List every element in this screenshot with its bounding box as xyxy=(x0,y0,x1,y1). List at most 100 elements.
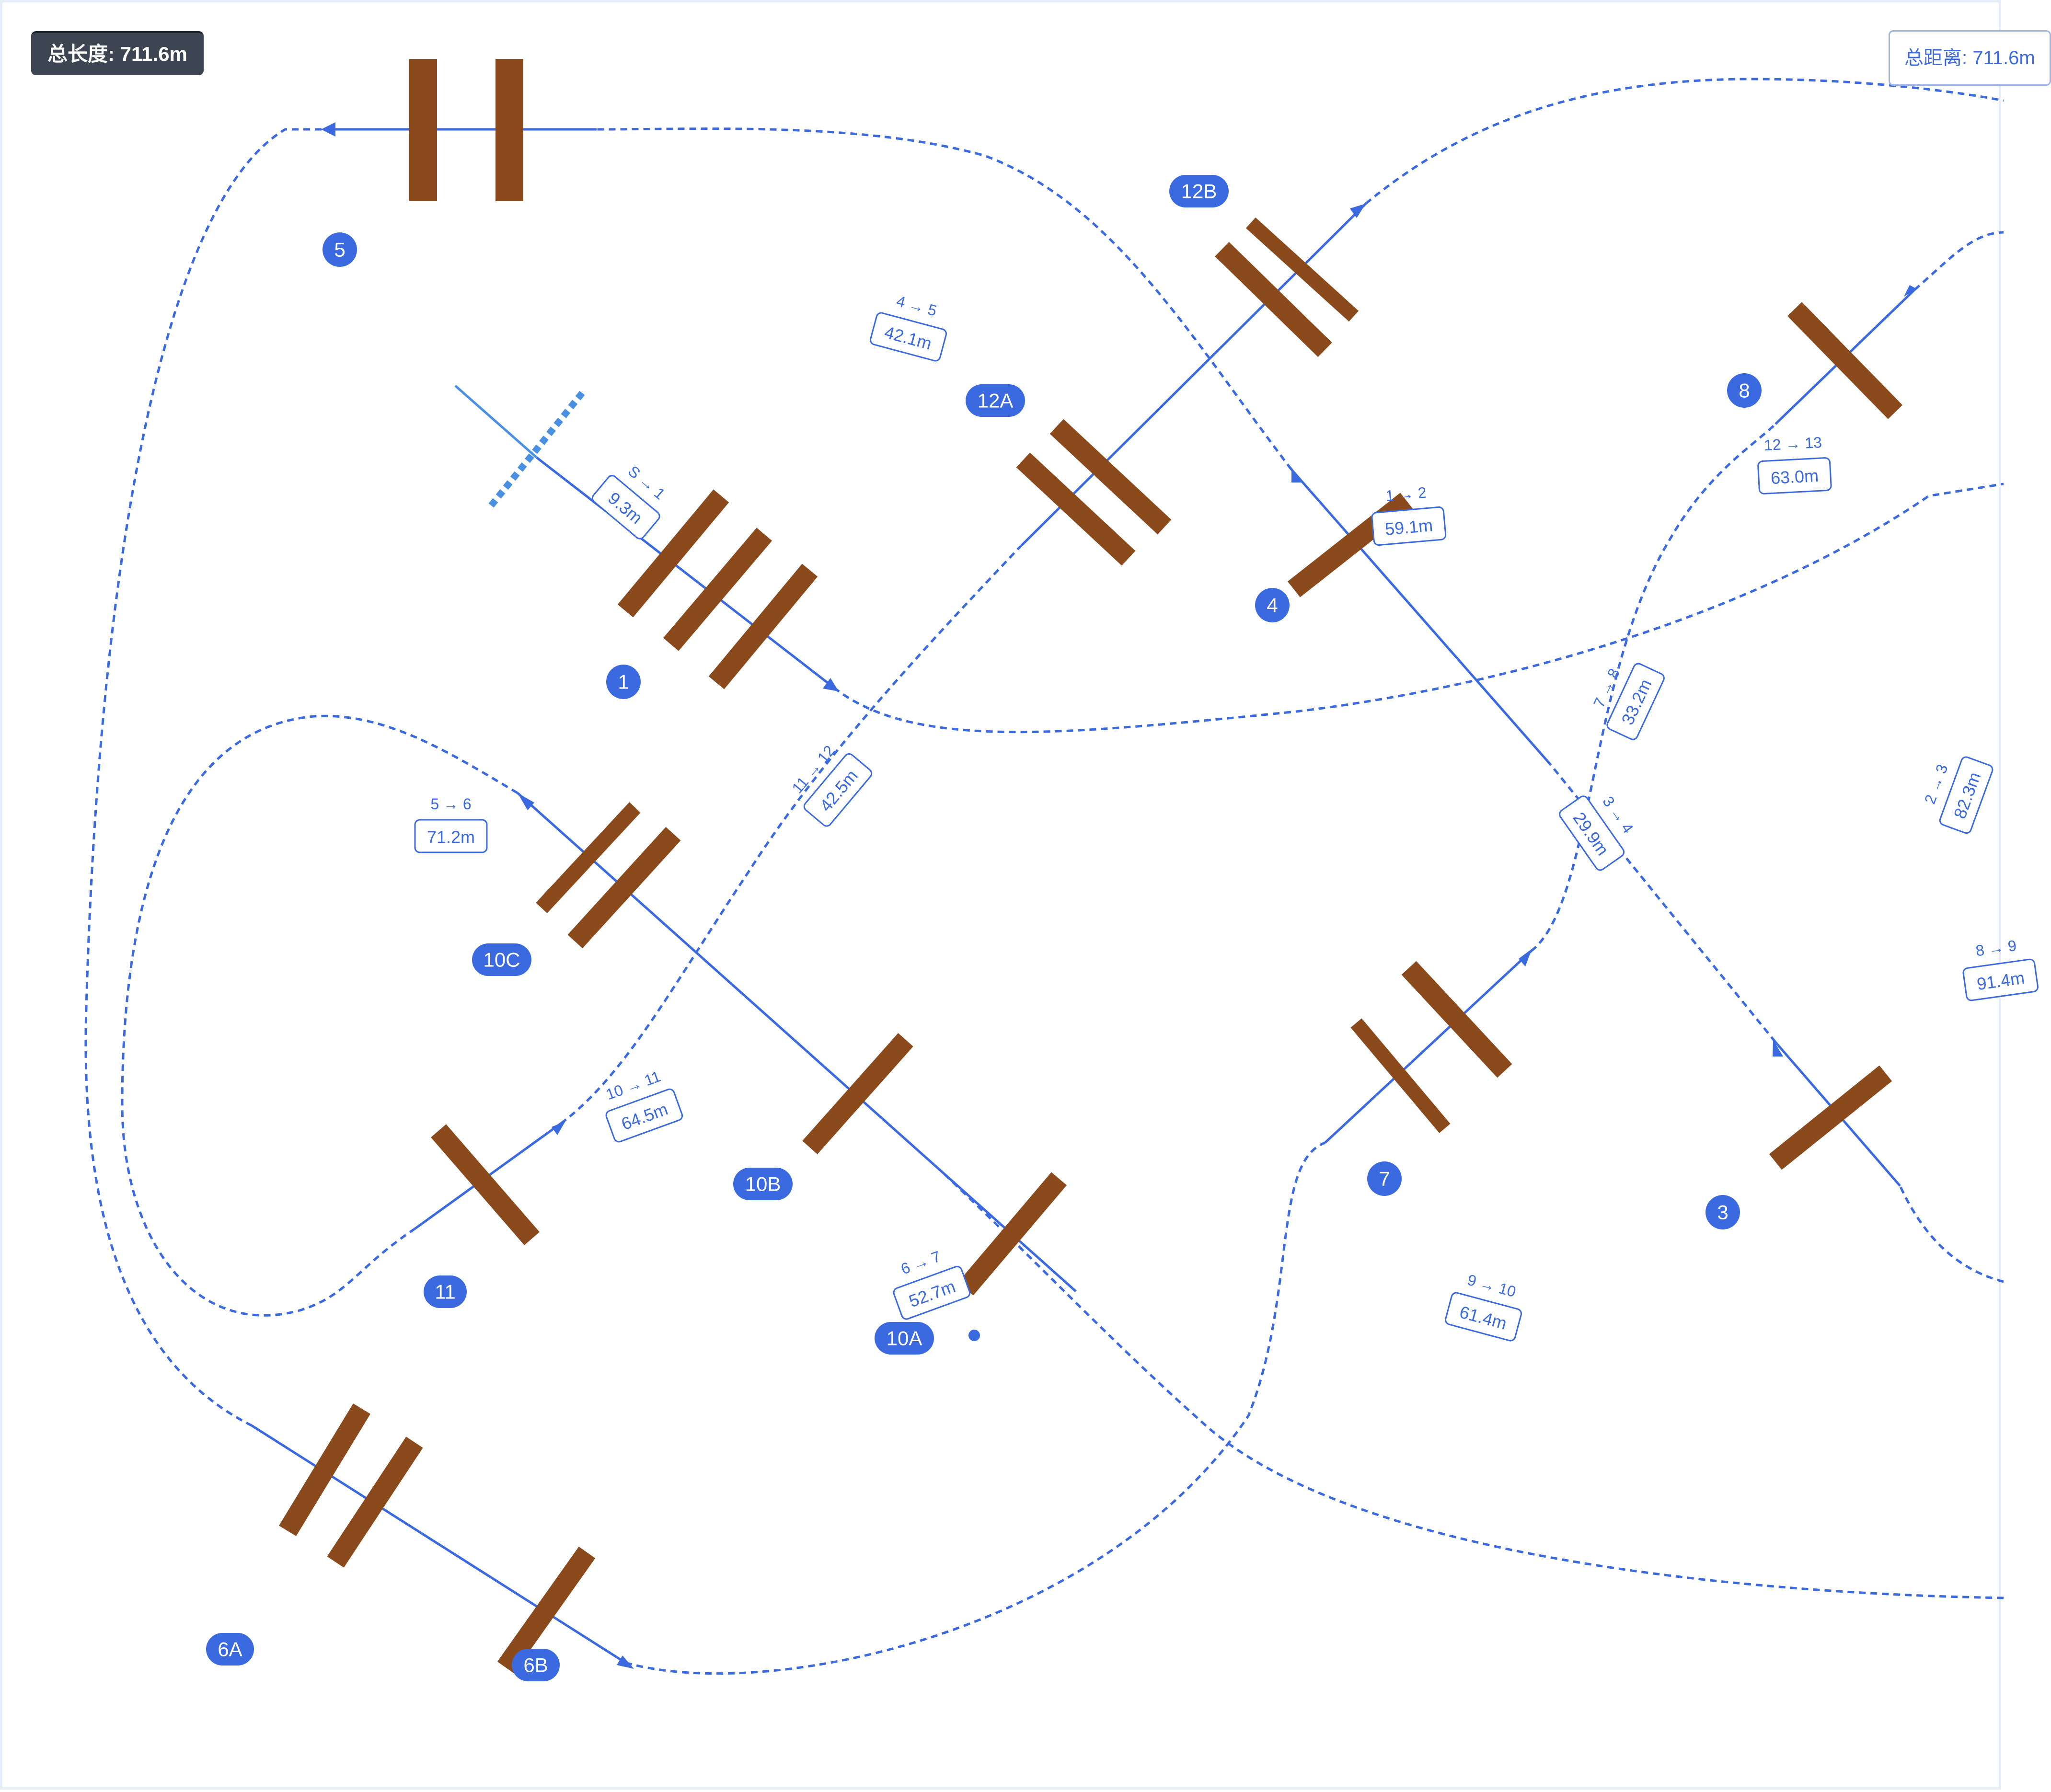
svg-text:9 → 10: 9 → 10 xyxy=(1465,1271,1518,1300)
total-distance-box: 总距离: 711.6m xyxy=(1889,30,2051,86)
route-12-approach xyxy=(1017,203,1367,550)
svg-text:71.2m: 71.2m xyxy=(427,827,475,847)
svg-text:3: 3 xyxy=(1717,1201,1728,1224)
svg-text:1 → 2: 1 → 2 xyxy=(1385,484,1427,505)
svg-text:5: 5 xyxy=(334,239,345,261)
route-3-4 xyxy=(1549,763,1776,1043)
course-route xyxy=(84,78,2004,1675)
badge-6b[interactable]: 6B xyxy=(512,1649,560,1681)
route-6-approach xyxy=(251,1424,626,1664)
arrow-11 xyxy=(552,1121,565,1135)
badge-4[interactable]: 4 xyxy=(1255,588,1290,622)
leg-label-8-9: 8 → 9 91.4m xyxy=(1962,937,2039,1001)
leg-label-7-8: 7 → 8 33.2m xyxy=(1590,663,1665,740)
route-s-1 xyxy=(536,457,835,689)
route-12-13 xyxy=(1365,78,2004,205)
leg-label-10-11: 10 → 11 64.5m xyxy=(604,1068,683,1143)
obstacle-6a-poles xyxy=(279,1403,423,1568)
svg-text:12B: 12B xyxy=(1181,180,1217,203)
svg-text:1: 1 xyxy=(618,671,629,693)
arrow-4 xyxy=(1291,467,1302,482)
svg-text:4: 4 xyxy=(1267,594,1278,617)
obstacle-12b-poles xyxy=(1215,217,1359,357)
leg-label-2-3: 2 → 3 82.3m xyxy=(1921,756,1993,834)
route-5-6 xyxy=(84,128,333,1427)
svg-text:10B: 10B xyxy=(745,1173,781,1195)
route-11-12 xyxy=(560,548,1019,1125)
route-8-9 xyxy=(1913,231,2004,291)
obstacle-10a-poles xyxy=(957,1172,1067,1296)
svg-text:59.1m: 59.1m xyxy=(1384,515,1433,539)
obstacle-3-poles xyxy=(1769,1065,1892,1170)
svg-text:4 → 5: 4 → 5 xyxy=(895,292,939,320)
start-line xyxy=(454,385,538,459)
svg-text:63.0m: 63.0m xyxy=(1770,466,1819,488)
badge-1[interactable]: 1 xyxy=(606,665,641,699)
route-10-11 xyxy=(121,714,519,1317)
route-1-2 xyxy=(833,482,2004,734)
obstacle-11-poles xyxy=(431,1124,540,1245)
arrow-10 xyxy=(518,793,534,810)
svg-text:8 → 9: 8 → 9 xyxy=(1975,937,2018,960)
total-length-badge: 总长度: 711.6m xyxy=(31,31,204,75)
leg-label-6-7: 6 → 7 52.7m xyxy=(893,1248,971,1320)
route-6-7 xyxy=(625,1141,1325,1675)
marker-dot xyxy=(968,1330,980,1341)
obstacle-10b-poles xyxy=(802,1033,913,1154)
obstacle-badges: 1 3 4 5 6A 6B xyxy=(206,175,1762,1681)
badge-7[interactable]: 7 xyxy=(1367,1161,1402,1196)
obstacle-10c-poles xyxy=(536,802,681,949)
obstacle-1-poles xyxy=(617,489,818,689)
leg-label-1-2: 1 → 2 59.1m xyxy=(1371,484,1447,546)
route-10-line xyxy=(517,792,1077,1292)
leg-label-s-1: S → 1 9.3m xyxy=(591,462,668,540)
obstacle-5-poles xyxy=(409,59,523,201)
arrow-8 xyxy=(1904,285,1917,297)
svg-text:8: 8 xyxy=(1739,379,1750,402)
badge-11[interactable]: 11 xyxy=(424,1275,467,1308)
badge-6a[interactable]: 6A xyxy=(206,1633,254,1666)
svg-text:12A: 12A xyxy=(978,390,1014,412)
svg-text:5 → 6: 5 → 6 xyxy=(430,795,471,813)
leg-label-12-13: 12 → 13 63.0m xyxy=(1757,434,1832,494)
leg-label-4-5: 4 → 5 42.1m xyxy=(870,292,947,362)
leg-labels: S → 1 9.3m 1 → 2 59.1m 2 → 3 82.3m 3 → 4… xyxy=(414,292,2039,1342)
arrow-3 xyxy=(1773,1040,1783,1057)
svg-text:10A: 10A xyxy=(887,1327,922,1350)
obstacle-6b-poles xyxy=(497,1546,596,1674)
badge-12b[interactable]: 12B xyxy=(1169,175,1229,207)
arrow-7 xyxy=(1519,949,1532,966)
svg-text:6B: 6B xyxy=(523,1654,548,1677)
route-7-8 xyxy=(1530,423,1776,952)
course-diagram: 1 3 4 5 6A 6B xyxy=(84,59,2039,1681)
route-4-5 xyxy=(596,127,1292,471)
obstacle-12a-poles xyxy=(1016,419,1172,566)
badge-5[interactable]: 5 xyxy=(323,232,357,267)
leg-label-3-4: 3 → 4 29.9m xyxy=(1559,793,1637,871)
badge-10a[interactable]: 10A xyxy=(875,1322,934,1355)
badge-12a[interactable]: 12A xyxy=(966,384,1025,417)
route-9-10 xyxy=(941,1171,2004,1599)
obstacle-7-poles xyxy=(1350,961,1512,1133)
arrow-s-1 xyxy=(823,678,839,691)
badge-3[interactable]: 3 xyxy=(1705,1195,1740,1229)
arrow-6 xyxy=(617,1655,634,1669)
route-2-3 xyxy=(1899,1185,2004,1283)
obstacles xyxy=(279,59,1903,1674)
badge-10b[interactable]: 10B xyxy=(733,1168,793,1200)
route-4-approach xyxy=(1291,469,1551,765)
svg-text:7: 7 xyxy=(1379,1168,1390,1190)
badge-8[interactable]: 8 xyxy=(1727,373,1762,408)
svg-text:10C: 10C xyxy=(483,949,520,971)
leg-label-9-10: 9 → 10 61.4m xyxy=(1445,1271,1522,1342)
svg-text:11: 11 xyxy=(435,1281,456,1303)
svg-text:6A: 6A xyxy=(218,1638,242,1661)
obstacle-8-poles xyxy=(1787,302,1903,419)
route-7-approach xyxy=(1324,950,1532,1144)
badge-10c[interactable]: 10C xyxy=(472,943,531,976)
svg-text:12 → 13: 12 → 13 xyxy=(1763,434,1822,454)
leg-label-5-6: 5 → 6 71.2m xyxy=(414,795,488,853)
start-gate xyxy=(488,391,585,508)
arrow-5 xyxy=(321,122,335,137)
